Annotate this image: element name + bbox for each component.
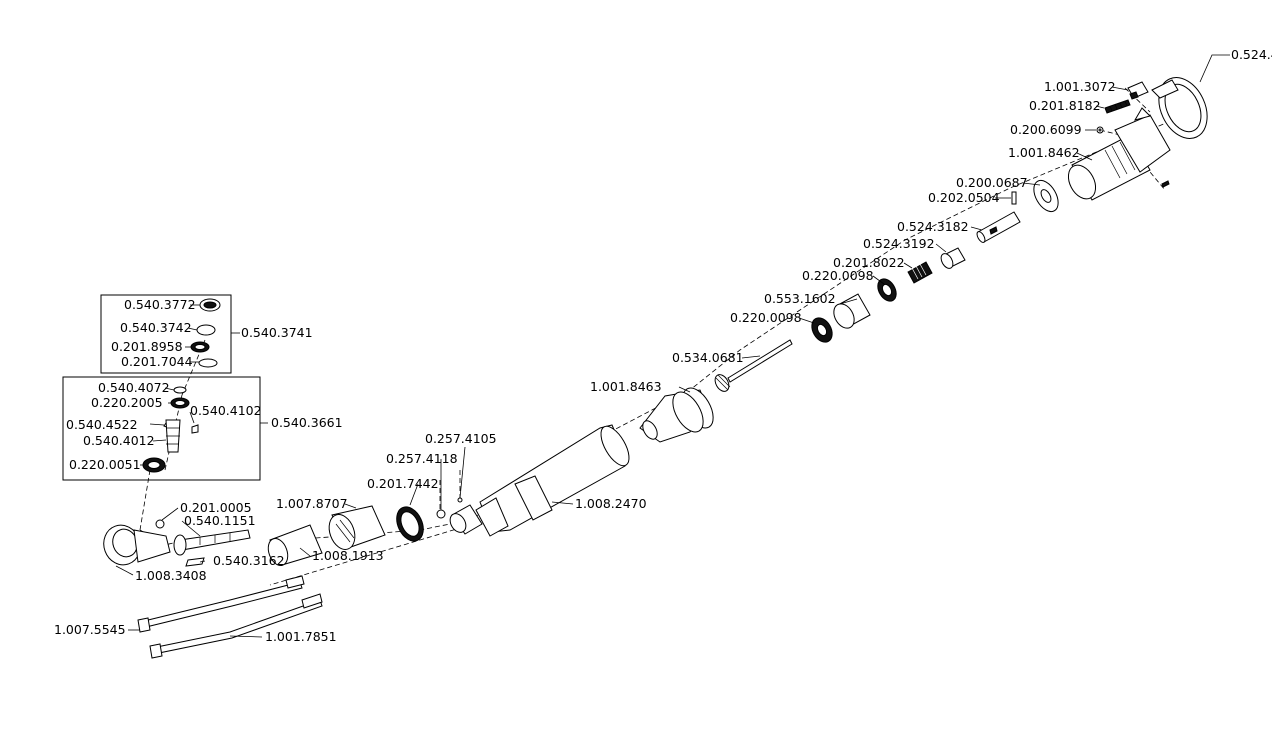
- label-1008-3408: 1.008.3408: [135, 568, 207, 583]
- label-1001-8463: 1.001.8463: [590, 379, 662, 394]
- part-1001-3072-graphic: [1127, 81, 1149, 100]
- part-1008-3408-graphic: [103, 524, 171, 566]
- part-labels: 0.524.4062 1.001.3072 0.201.8182 0.200.6…: [54, 47, 1272, 644]
- part-0553-1602-graphic: [833, 293, 871, 329]
- label-0257-4105: 0.257.4105: [425, 431, 497, 446]
- label-0534-0681: 0.534.0681: [672, 350, 744, 365]
- group-box-0540-3741: [100, 294, 232, 374]
- group-box-0540-3661: [62, 376, 261, 481]
- part-0524-3182-graphic: [976, 211, 1021, 243]
- label-0524-3182: 0.524.3182: [897, 219, 969, 234]
- part-0540-3772-graphic: [199, 298, 221, 312]
- label-0540-4012: 0.540.4012: [83, 433, 155, 448]
- part-0540-4102-graphic: [191, 424, 199, 434]
- label-0540-3162: 0.540.3162: [213, 553, 285, 568]
- label-1008-1913: 1.008.1913: [312, 548, 384, 563]
- part-1001-7851-graphic: [149, 593, 323, 659]
- part-1001-8462-graphic: [1067, 107, 1171, 201]
- label-0540-4072: 0.540.4072: [98, 380, 170, 395]
- label-0540-3742: 0.540.3742: [120, 320, 192, 335]
- label-1001-3072: 1.001.3072: [1044, 79, 1116, 94]
- part-1008-1913-graphic: [328, 505, 386, 550]
- label-0200-6099: 0.200.6099: [1010, 122, 1082, 137]
- part-1007-5545-graphic: [137, 575, 305, 633]
- label-0540-3741: 0.540.3741: [241, 325, 313, 340]
- label-0524-4062: 0.524.4062: [1231, 47, 1272, 62]
- label-0202-0504: 0.202.0504: [928, 190, 1000, 205]
- part-0220-0051-graphic: [142, 457, 166, 473]
- label-0540-4522: 0.540.4522: [66, 417, 138, 432]
- part-1001-8463-graphic: [639, 387, 714, 443]
- label-1001-7851: 1.001.7851: [265, 629, 337, 644]
- part-0524-3192-graphic: [940, 247, 966, 269]
- part-0540-4012-graphic: [165, 419, 181, 453]
- part-0200-0687-graphic: [1033, 179, 1059, 213]
- part-0201-8182-graphic: [1104, 99, 1131, 114]
- part-0220-2005-graphic: [170, 397, 190, 409]
- label-0201-7442: 0.201.7442: [367, 476, 439, 491]
- part-0524-4062-graphic: [1151, 77, 1208, 139]
- part-0200-6099-graphic: [1096, 126, 1104, 134]
- part-0257-4118-graphic: [436, 509, 446, 519]
- part-0201-0005-graphic: [155, 519, 165, 529]
- label-0257-4118: 0.257.4118: [386, 451, 458, 466]
- label-0540-1151: 0.540.1151: [184, 513, 256, 528]
- label-0220-0098a: 0.220.0098: [802, 268, 874, 283]
- part-1008-2470-graphic: [475, 424, 630, 537]
- label-0201-8182: 0.201.8182: [1029, 98, 1101, 113]
- part-0257-nozzle-graphic: [449, 504, 483, 535]
- label-0524-3192: 0.524.3192: [863, 236, 935, 251]
- label-0540-4102: 0.540.4102: [190, 403, 262, 418]
- label-1007-8707: 1.007.8707: [276, 496, 348, 511]
- part-0220-0098a-graphic: [877, 278, 897, 302]
- label-0540-3772: 0.540.3772: [124, 297, 196, 312]
- label-0201-8958: 0.201.8958: [111, 339, 183, 354]
- label-1008-2470: 1.008.2470: [575, 496, 647, 511]
- label-1007-5545: 1.007.5545: [54, 622, 126, 637]
- label-0220-2005: 0.220.2005: [91, 395, 163, 410]
- part-0220-0098b-graphic: [811, 317, 833, 343]
- part-0201-7044-graphic: [198, 358, 218, 368]
- part-0540-1151-graphic: [173, 529, 251, 556]
- part-0257-4105-graphic: [457, 497, 463, 503]
- part-0540-4072-graphic: [173, 386, 187, 394]
- label-0220-0051: 0.220.0051: [69, 457, 141, 472]
- leader-lines: [115, 54, 1230, 638]
- part-0201-8022-graphic: [907, 261, 933, 284]
- part-0201-7442-graphic: [396, 506, 424, 542]
- part-0534-0681-graphic: [714, 339, 793, 392]
- part-0540-3162-graphic: [185, 557, 205, 567]
- part-0202-0504-graphic: [1011, 191, 1017, 205]
- label-0540-3661: 0.540.3661: [271, 415, 343, 430]
- part-0201-8958-graphic: [190, 341, 210, 353]
- label-0553-1602: 0.553.1602: [764, 291, 836, 306]
- part-0540-3742-graphic: [196, 324, 216, 336]
- label-1001-8462: 1.001.8462: [1008, 145, 1080, 160]
- label-0200-0687: 0.200.0687: [956, 175, 1028, 190]
- label-0220-0098b: 0.220.0098: [730, 310, 802, 325]
- label-0201-7044: 0.201.7044: [121, 354, 193, 369]
- label-0201-8022: 0.201.8022: [833, 255, 905, 270]
- label-0201-0005: 0.201.0005: [180, 500, 252, 515]
